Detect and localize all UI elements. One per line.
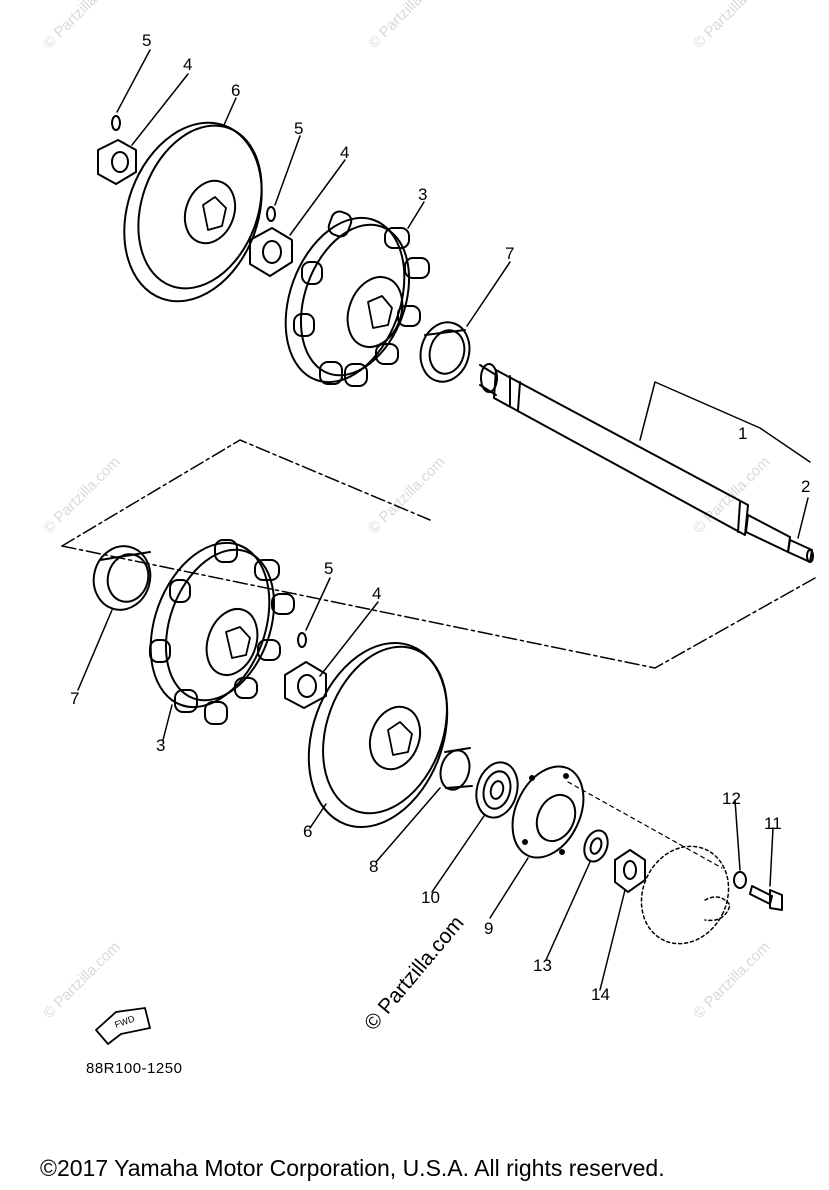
sprocket-part-3 [284,210,430,387]
callout-14: 14 [591,985,610,1004]
callout-9: 9 [484,919,494,938]
callout-11: 11 [764,814,782,833]
callout-8: 8 [369,857,379,876]
callout-7: 7 [505,244,515,263]
nut-part-5 [297,632,307,648]
copyright-notice: ©2017 Yamaha Motor Corporation, U.S.A. A… [40,1155,665,1181]
callout-6: 6 [303,822,313,841]
callout-4: 4 [372,584,382,603]
diagram-reference-code: 88R100-1250 [86,1060,183,1077]
forward-arrow-icon [95,1007,151,1045]
callout-4: 4 [183,55,193,74]
callout-5: 5 [142,31,152,50]
lock-washer-part-12 [733,871,747,889]
callout-10: 10 [421,888,440,907]
sprocket-part-3 [149,539,295,725]
collar-part-4 [284,661,327,709]
bearing-part-10 [475,761,519,819]
nut-part-14 [614,849,646,893]
callout-6: 6 [231,81,241,100]
callout-12: 12 [722,789,741,808]
idler-wheel-part-6 [307,642,449,828]
nut-part-5 [266,206,276,222]
callout-4: 4 [340,143,350,162]
callout-3: 3 [156,736,166,755]
callout-2: 2 [801,477,811,496]
idler-wheel-part-6 [123,121,263,303]
collar-part-4 [97,139,137,185]
callout-5: 5 [324,559,334,578]
bearing-part-7 [92,545,152,611]
callout-leaders [77,49,809,991]
hub-housing [640,845,731,945]
callout-7: 7 [70,689,80,708]
leader-line [639,381,811,463]
assembly-boundary [61,439,431,547]
nut-part-5 [111,115,121,131]
bearing-part-7 [419,321,471,383]
spacer-part-8 [439,747,473,791]
washer-part-13 [583,829,609,863]
callout-1: 1 [738,424,748,443]
assembly-boundary [61,545,816,669]
callout-3: 3 [418,185,428,204]
leader-line [567,781,723,869]
callout-13: 13 [533,956,552,975]
flange-plate-part-9 [511,765,585,859]
drive-shaft-part-1 [479,363,814,563]
fwd-label: FWD [113,1013,136,1030]
callout-5: 5 [294,119,304,138]
collar-part-4 [249,227,293,277]
bolt-part-11 [749,885,783,911]
